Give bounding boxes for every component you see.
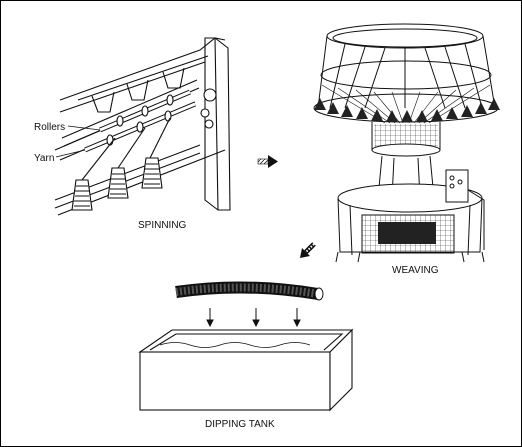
arrow-down-left-icon [300,242,316,258]
rollers-pointer [67,125,101,131]
arrow-right-icon [257,155,278,168]
weaving-machine [313,23,500,263]
label-rollers: Rollers [34,122,65,133]
bobbin [141,157,163,189]
yarn-pointer [55,149,86,158]
label-dipping-tank: DIPPING TANK [205,419,275,430]
bobbin [107,167,129,199]
label-yarn: Yarn [34,153,54,164]
rubber-tube [175,281,324,301]
dipping-tank [138,328,354,412]
drop-arrows [206,308,301,328]
spinning-machine [54,37,231,216]
label-weaving: WEAVING [392,265,439,276]
yarn-cones [314,98,500,122]
bobbin [71,179,93,211]
label-spinning: SPINNING [138,220,187,231]
